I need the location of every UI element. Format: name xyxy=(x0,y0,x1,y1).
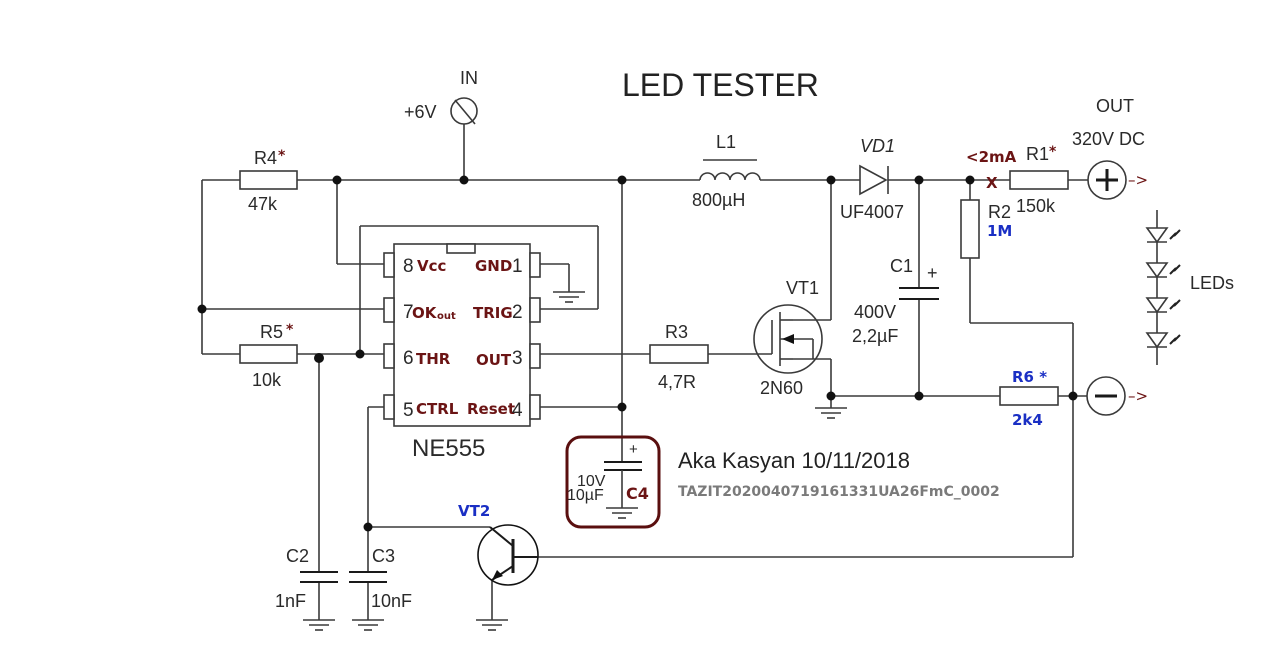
break-mark: X xyxy=(986,174,998,192)
output-voltage: 320V DC xyxy=(1072,129,1145,149)
led-icon xyxy=(1145,262,1181,279)
svg-text:R3: R3 xyxy=(665,322,688,342)
svg-text:*: * xyxy=(286,322,294,338)
svg-text:8: 8 xyxy=(403,256,414,277)
svg-text:5: 5 xyxy=(403,400,414,421)
watermark-text: TAZIT2020040719161331UA26FmC_0002 xyxy=(678,484,1000,500)
svg-text:*: * xyxy=(1049,144,1057,160)
svg-text:2: 2 xyxy=(512,302,523,323)
svg-text:–>: –> xyxy=(1128,171,1148,189)
svg-text:47k: 47k xyxy=(248,194,278,214)
svg-text:out: out xyxy=(437,311,456,322)
svg-text:150k: 150k xyxy=(1016,196,1056,216)
svg-text:4: 4 xyxy=(512,400,523,421)
svg-text:C3: C3 xyxy=(372,546,395,566)
svg-text:1nF: 1nF xyxy=(275,591,306,611)
svg-text:GND: GND xyxy=(475,257,512,275)
svg-text:C2: C2 xyxy=(286,546,309,566)
svg-text:OK: OK xyxy=(412,304,438,322)
svg-text:C1: C1 xyxy=(890,256,913,276)
svg-text:R6 *: R6 * xyxy=(1012,368,1047,386)
resistor-r1: R1 * 150k xyxy=(1009,144,1069,216)
capacitor-c3: C3 10nF xyxy=(349,546,412,611)
author-credit: Aka Kasyan 10/11/2018 xyxy=(678,448,910,473)
svg-text:R2: R2 xyxy=(988,202,1011,222)
svg-text:2,2µF: 2,2µF xyxy=(852,326,898,346)
input-voltage: +6V xyxy=(404,102,437,122)
svg-text:CTRL: CTRL xyxy=(416,400,459,418)
output-terminal-plus: –> OUT 320V DC xyxy=(1072,96,1148,200)
capacitor-c4: + 10V 10µF C4 xyxy=(565,435,661,529)
svg-text:THR: THR xyxy=(416,350,451,368)
led-string xyxy=(1145,227,1181,349)
resistor-r5: R5 * 10k xyxy=(239,322,298,390)
svg-text:R4: R4 xyxy=(254,148,277,168)
svg-text:7: 7 xyxy=(403,302,414,323)
led-icon xyxy=(1145,297,1181,314)
transistor-vt2: VT2 xyxy=(458,502,539,586)
ic-ne555: 8 Vcc 7 OK out 6 THR 5 CTRL GND 1 TRIG 2… xyxy=(383,243,541,462)
ic-name: NE555 xyxy=(412,435,485,462)
svg-text:R5: R5 xyxy=(260,322,283,342)
inductor-l1: L1 800µH xyxy=(692,132,761,210)
svg-text:+: + xyxy=(927,263,938,283)
svg-text:4,7R: 4,7R xyxy=(658,372,696,392)
svg-text:C4: C4 xyxy=(626,484,649,503)
svg-text:6: 6 xyxy=(403,348,414,369)
svg-text:VD1: VD1 xyxy=(860,136,895,156)
svg-text:–>: –> xyxy=(1128,387,1148,405)
junction-dots xyxy=(197,175,1078,532)
resistor-r6: R6 * 2k4 xyxy=(999,368,1059,429)
svg-text:*: * xyxy=(278,148,286,164)
resistor-r2: R2 1M xyxy=(960,199,1012,259)
svg-text:OUT: OUT xyxy=(476,351,512,369)
svg-text:UF4007: UF4007 xyxy=(840,202,904,222)
input-terminal: IN +6V xyxy=(404,68,478,125)
capacitor-c1: C1 + 400V 2,2µF xyxy=(852,256,939,346)
mosfet-vt1: VT1 2N60 xyxy=(753,278,823,398)
svg-text:800µH: 800µH xyxy=(692,190,745,210)
ground-symbols xyxy=(303,291,847,631)
resistor-r4: R4 * 47k xyxy=(239,148,298,214)
svg-text:TRIG: TRIG xyxy=(473,304,513,322)
output-terminal-minus: –> xyxy=(1086,376,1148,416)
input-label: IN xyxy=(460,68,478,88)
capacitor-c2: C2 1nF xyxy=(275,546,338,611)
svg-text:R1: R1 xyxy=(1026,144,1049,164)
svg-text:L1: L1 xyxy=(716,132,736,152)
svg-text:10µF: 10µF xyxy=(567,487,604,504)
svg-text:10k: 10k xyxy=(252,370,282,390)
diagram-title: LED TESTER xyxy=(622,67,819,103)
wires xyxy=(201,124,1158,620)
svg-text:3: 3 xyxy=(512,348,523,369)
svg-text:Reset: Reset xyxy=(467,400,515,418)
svg-text:+: + xyxy=(629,441,638,458)
svg-text:VT2: VT2 xyxy=(458,502,490,520)
svg-text:10nF: 10nF xyxy=(371,591,412,611)
diode-vd1: VD1 UF4007 xyxy=(840,136,904,222)
led-icon xyxy=(1145,332,1181,349)
current-note: <2mA xyxy=(966,148,1017,166)
leds-label: LEDs xyxy=(1190,273,1234,293)
svg-text:1: 1 xyxy=(512,256,523,277)
output-label: OUT xyxy=(1096,96,1134,116)
svg-text:VT1: VT1 xyxy=(786,278,819,298)
led-icon xyxy=(1145,227,1181,244)
svg-text:Vcc: Vcc xyxy=(417,257,446,275)
svg-text:2N60: 2N60 xyxy=(760,378,803,398)
svg-text:400V: 400V xyxy=(854,302,896,322)
svg-text:2k4: 2k4 xyxy=(1012,411,1043,429)
svg-text:10V: 10V xyxy=(577,473,606,490)
resistor-r3: R3 4,7R xyxy=(649,322,709,392)
svg-text:1M: 1M xyxy=(987,222,1012,240)
